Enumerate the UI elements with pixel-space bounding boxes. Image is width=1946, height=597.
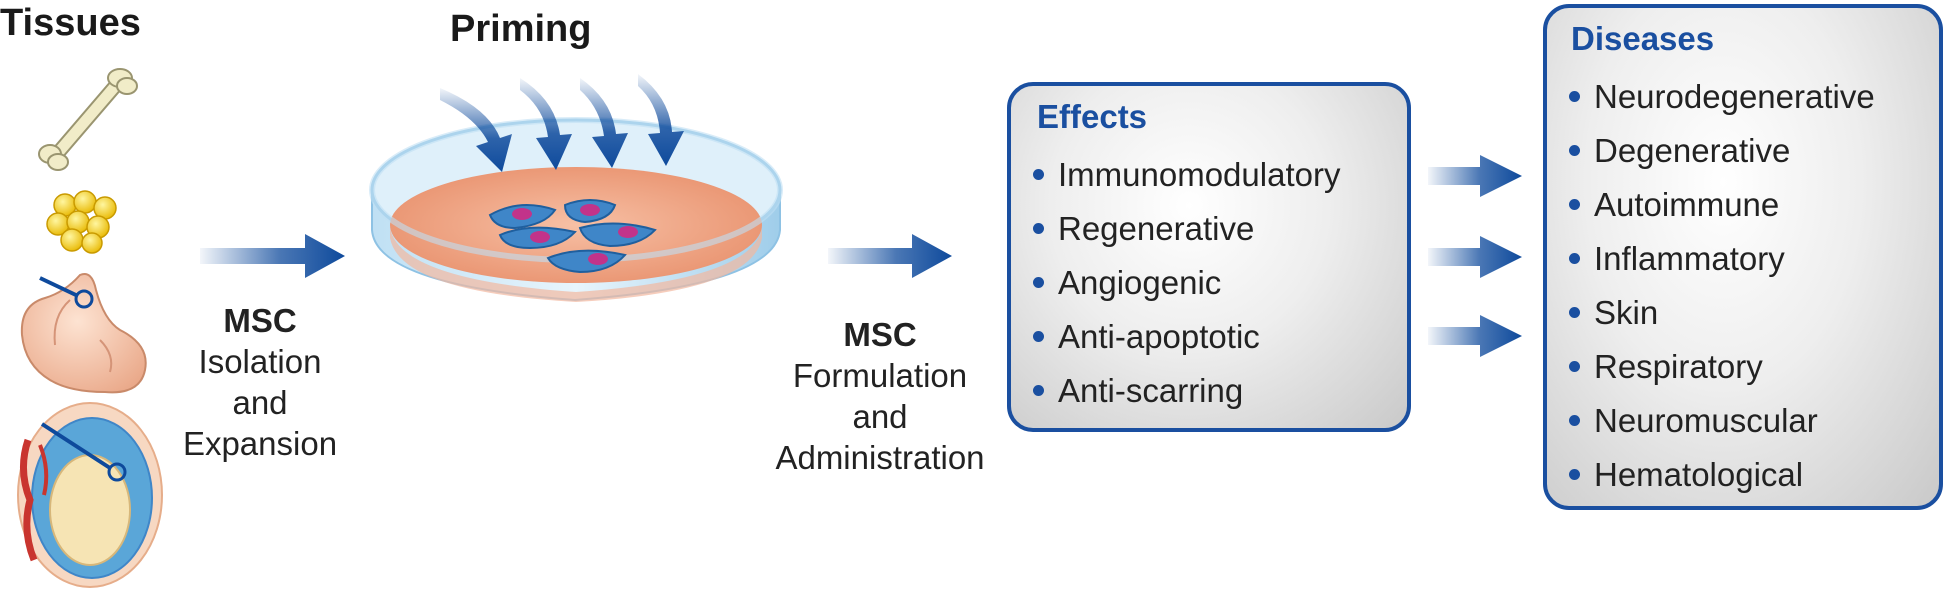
diseases-item: Respiratory [1569,340,1875,394]
priming-heading: Priming [450,8,592,50]
diseases-list: Neurodegenerative Degenerative Autoimmun… [1569,70,1875,502]
effects-item: Regenerative [1033,202,1340,256]
bullet-icon [1033,330,1044,342]
fetus-icon [20,273,147,394]
arrow-formulation [828,234,952,278]
bullet-icon [1033,222,1044,234]
step-isolation-line2: Isolation [198,343,322,380]
diseases-item-label: Hematological [1594,456,1804,493]
diseases-item-label: Neurodegenerative [1594,78,1875,115]
bullet-icon [1569,468,1580,480]
effects-list: Immunomodulatory Regenerative Angiogenic… [1033,148,1340,418]
effects-title: Effects [1037,98,1148,135]
bullet-icon [1033,168,1044,180]
bullet-icon [1569,360,1580,372]
cell-icon [546,249,627,274]
effects-box: Effects Immunomodulatory Regenerative An… [1007,82,1411,432]
diseases-item: Autoimmune [1569,178,1875,232]
effects-item-label: Immunomodulatory [1058,156,1341,193]
cell-icon [563,199,617,224]
effects-item-label: Anti-apoptotic [1058,318,1260,355]
arrow-isolation [200,234,345,278]
diseases-item: Hematological [1569,448,1875,502]
diseases-item-label: Skin [1594,294,1659,331]
diseases-item-label: Respiratory [1594,348,1763,385]
step-formulation-line4: Administration [775,439,985,476]
priming-arrows [440,74,684,172]
effects-item-label: Regenerative [1058,210,1255,247]
bullet-icon [1569,306,1580,318]
petri-dish-icon [369,117,783,302]
cell-cluster [488,199,657,274]
effects-item-label: Angiogenic [1058,264,1222,301]
bullet-icon [1569,414,1580,426]
diseases-item: Degenerative [1569,124,1875,178]
effects-item: Immunomodulatory [1033,148,1340,202]
effects-item-label: Anti-scarring [1058,372,1244,409]
step-isolation-line3: and [232,384,288,421]
arrow-effects-to-diseases-3 [1428,315,1522,357]
bullet-icon [1569,198,1580,210]
diseases-item: Neuromuscular [1569,394,1875,448]
diseases-item-label: Degenerative [1594,132,1791,169]
arrow-effects-to-diseases-1 [1428,155,1522,197]
diseases-item-label: Neuromuscular [1594,402,1818,439]
bullet-icon [1569,252,1580,264]
tissues-heading: Tissues [0,2,141,44]
diseases-item: Neurodegenerative [1569,70,1875,124]
bullet-icon [1033,384,1044,396]
effects-item: Angiogenic [1033,256,1340,310]
fat-tissue-icon [46,190,117,254]
step-formulation-msc: MSC [843,316,917,353]
step-isolation-line4: Expansion [182,425,338,462]
step-formulation-label: MSC Formulation and Administration [755,314,1005,478]
diseases-item: Skin [1569,286,1875,340]
diseases-item: Inflammatory [1569,232,1875,286]
bullet-icon [1033,276,1044,288]
diseases-title: Diseases [1571,20,1715,57]
bullet-icon [1569,90,1580,102]
diseases-box: Diseases Neurodegenerative Degenerative … [1543,4,1943,510]
cell-icon [488,204,557,230]
step-formulation-line3: and [852,398,908,435]
step-isolation-msc: MSC [223,302,297,339]
diseases-item-label: Autoimmune [1594,186,1780,223]
cell-icon [578,222,657,248]
bone-icon [38,68,138,171]
effects-item: Anti-apoptotic [1033,310,1340,364]
step-isolation-label: MSC Isolation and Expansion [160,300,360,464]
cell-icon [498,226,577,250]
arrow-effects-to-diseases-2 [1428,236,1522,278]
step-formulation-line2: Formulation [792,357,968,394]
diseases-item-label: Inflammatory [1594,240,1785,277]
effects-item: Anti-scarring [1033,364,1340,418]
placenta-icon [17,402,163,588]
bullet-icon [1569,144,1580,156]
